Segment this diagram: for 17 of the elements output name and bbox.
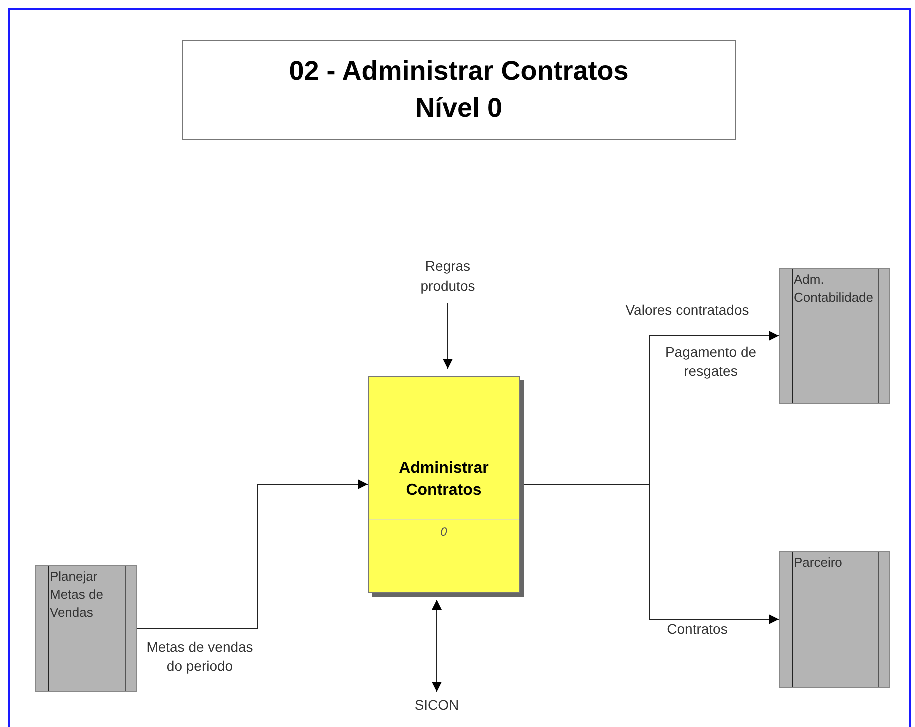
process-number: 0 — [440, 524, 448, 541]
external-entity-box — [35, 565, 137, 692]
flow-label: SICON — [400, 695, 474, 717]
edge-label: Valores contratados — [624, 301, 750, 320]
edge-label: Contratos — [666, 620, 729, 639]
flow-label: Regras produtos — [402, 256, 494, 300]
process-title: Administrar Contratos — [398, 459, 490, 501]
arrow — [443, 302, 453, 370]
entity-name: Adm. Contabilidade — [794, 271, 875, 307]
external-entity-box — [779, 551, 890, 688]
arrow — [136, 480, 368, 629]
edge-label: Metas de vendas do periodo — [146, 638, 254, 676]
external-entity-box — [779, 268, 890, 404]
arrow — [432, 600, 442, 692]
entity-name: Parceiro — [794, 554, 844, 572]
entity-name: Planejar Metas de Vendas — [50, 568, 104, 622]
title: 02 - Administrar Contratos Nível 0 — [182, 40, 736, 140]
